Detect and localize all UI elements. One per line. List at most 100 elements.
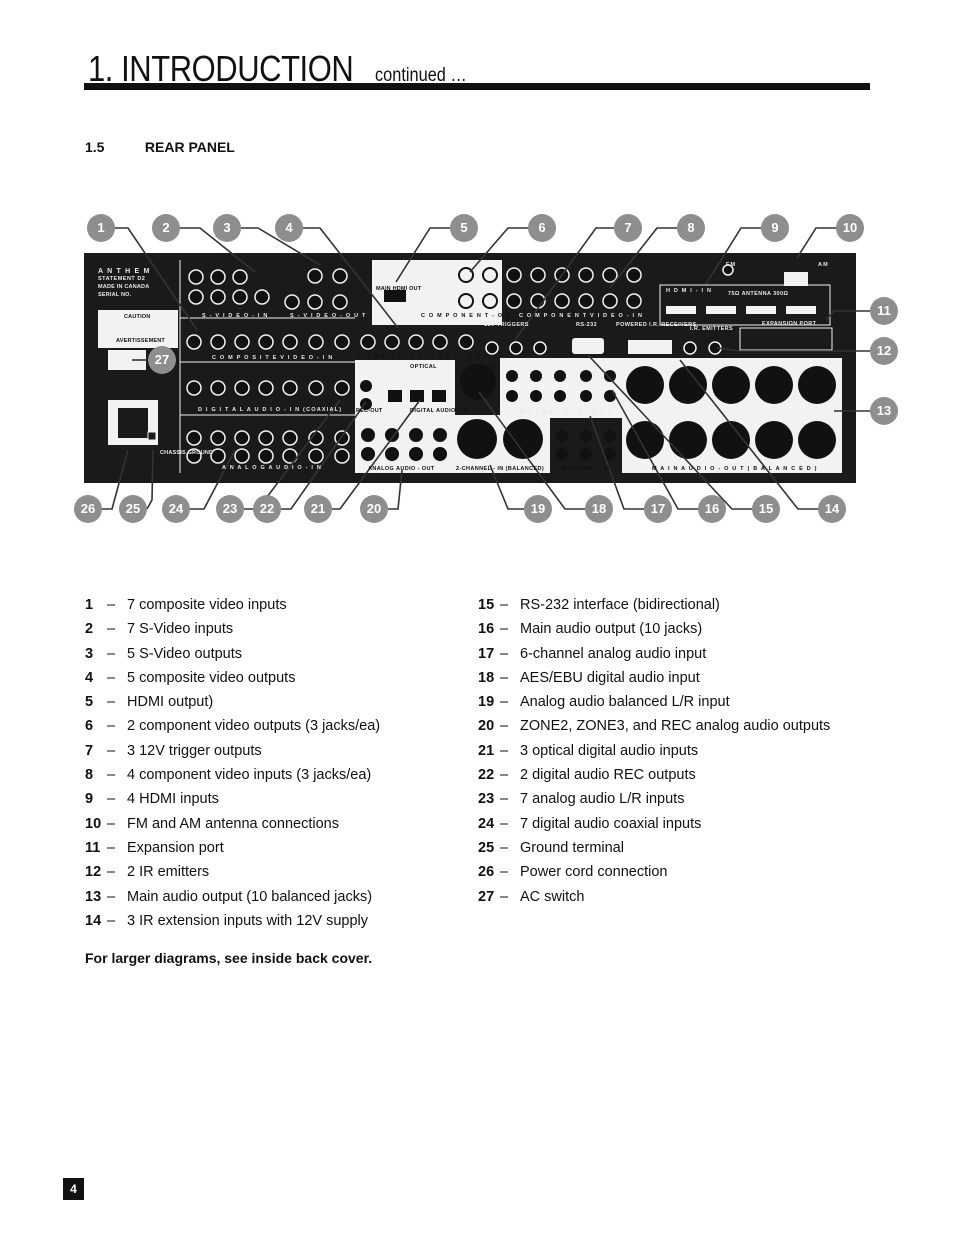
ground-label: CHASSIS GROUND [160, 450, 214, 456]
trigger-label: 12V TRIGGERS [484, 322, 529, 328]
legend-item: 1–7 composite video inputs [85, 597, 287, 613]
legend-item: 18–AES/EBU digital audio input [478, 669, 700, 686]
aes-ebu-jack [460, 364, 496, 400]
callout-16: 16 [698, 495, 726, 523]
six-channel-label: 6-CHANNEL - IN [562, 466, 610, 472]
legend-item: 5–HDMI output) [85, 694, 214, 711]
legend-item: 20–ZONE2, ZONE3, and REC analog audio ou… [478, 718, 831, 735]
composite-in-label: C O M P O S I T E V I D E O - I N [212, 355, 334, 361]
ac-switch [108, 350, 146, 370]
callout-19: 19 [524, 495, 552, 523]
callout-4: 4 [275, 214, 303, 242]
am-label: AM [818, 262, 829, 268]
optical-label: OPTICAL [410, 364, 437, 370]
legend-item: 14–3 IR extension inputs with 12V supply [85, 912, 368, 929]
rear-panel-diagram: A N T H E M STATEMENT D2 MADE IN CANADA … [0, 210, 954, 530]
section-number: 1.5 [85, 139, 105, 155]
hdmi-in-label: H D M I - I N [666, 288, 713, 294]
legend-item: 3–5 S-Video outputs [85, 645, 243, 662]
legend-item: 26–Power cord connection [478, 864, 668, 881]
panel-made-in: MADE IN CANADA [98, 284, 150, 290]
six-channel-block [500, 358, 622, 418]
balanced-in-label: 2-CHANNEL - IN (BALANCED) [456, 466, 545, 472]
callout-25: 25 [119, 495, 147, 523]
digital-coax-label: D I G I T A L A U D I O - I N (COAXIAL) [198, 407, 343, 413]
callout-26: 26 [74, 495, 102, 523]
legend-item: 13–Main audio output (10 balanced jacks) [85, 888, 373, 905]
callout-3: 3 [213, 214, 241, 242]
hdmi-out-label: MAIN HDMI OUT [376, 286, 422, 292]
panel-serial: SERIAL NO. [98, 292, 132, 298]
caution-label [98, 310, 178, 348]
legend-item: 10–FM and AM antenna connections [85, 815, 339, 832]
callout-8: 8 [677, 214, 705, 242]
callout-18: 18 [585, 495, 613, 523]
callout-20: 20 [360, 495, 388, 523]
callout-11: 11 [870, 297, 898, 325]
legend-item: 4–5 composite video outputs [85, 669, 296, 686]
digital-in-label: DIGITAL AUDIO - IN [410, 408, 469, 414]
analog-in-label: A N A L O G A U D I O - I N [222, 465, 323, 471]
callout-13: 13 [870, 397, 898, 425]
chapter-title-continued: continued … [374, 65, 467, 86]
analog-out-label: ANALOG AUDIO - OUT [368, 466, 435, 472]
legend-item: 27–AC switch [478, 888, 585, 905]
legend-right: 15–RS-232 interface (bidirectional) 16–M… [478, 597, 830, 913]
expansion-port [739, 327, 833, 351]
callout-2: 2 [152, 214, 180, 242]
page-number: 4 [63, 1178, 84, 1200]
legend-item: 8–4 component video inputs (3 jacks/ea) [85, 767, 372, 784]
callout-5: 5 [450, 214, 478, 242]
ir-emitters-label: I.R. EMITTERS [690, 326, 734, 332]
callout-6: 6 [528, 214, 556, 242]
expansion-label: EXPANSION PORT [762, 321, 817, 327]
legend-item: 21–3 optical digital audio inputs [478, 742, 699, 759]
legend-item: 11–Expansion port [85, 839, 224, 856]
antenna-label: 75Ω ANTENNA 300Ω [728, 291, 789, 297]
callout-21: 21 [304, 495, 332, 523]
callout-1: 1 [87, 214, 115, 242]
callout-23: 23 [216, 495, 244, 523]
callout-22: 22 [253, 495, 281, 523]
footnote: For larger diagrams, see inside back cov… [85, 950, 373, 966]
avertissement-text: AVERTISSEMENT [116, 338, 165, 344]
legend-item: 19–Analog audio balanced L/R input [478, 694, 730, 711]
legend-item: 2–7 S-Video inputs [85, 621, 234, 638]
legend-left: 1–7 composite video inputs 2–7 S-Video i… [85, 597, 380, 937]
fm-label: FM [726, 262, 737, 268]
component-out-label: C O M P O N E N T - O U T [421, 313, 519, 319]
legend-item: 22–2 digital audio REC outputs [478, 767, 696, 784]
legend-item: 6–2 component video outputs (3 jacks/ea) [85, 718, 381, 735]
hdmi-in-block [659, 284, 831, 326]
legend-item: 16–Main audio output (10 jacks) [478, 621, 703, 638]
section-heading: 1.5 REAR PANEL [85, 139, 235, 155]
caution-text: CAUTION [124, 314, 151, 320]
callout-27: 27 [148, 346, 176, 374]
legend-item: 7–3 12V trigger outputs [85, 742, 262, 759]
aes-ebu-label: AES/EBU [470, 365, 496, 371]
main-audio-out-label: M A I N A U D I O - O U T [520, 409, 613, 415]
rec-out-label: REC-OUT [356, 408, 383, 414]
panel-brand: A N T H E M [98, 268, 151, 275]
composite-out-label: C O M P O S I T E V I D E O - O U T [357, 355, 489, 361]
legend-item: 23–7 analog audio L/R inputs [478, 791, 685, 808]
callout-14: 14 [818, 495, 846, 523]
callout-24: 24 [162, 495, 190, 523]
legend-item: 17–6-channel analog audio input [478, 645, 707, 662]
ir-receivers-label: POWERED I.R. RECEIVERS [616, 322, 697, 328]
panel-model: STATEMENT D2 [98, 276, 146, 282]
legend-item: 12–2 IR emitters [85, 864, 210, 881]
ground-terminal [147, 431, 157, 441]
rear-panel-illustration [84, 227, 870, 510]
main-audio-balanced-label: M A I N A U D I O - O U T ( B A L A N C … [652, 466, 818, 472]
svideo-in-label: S - V I D E O - I N [202, 313, 269, 319]
chapter-title-main: 1. INTRODUCTION [88, 48, 354, 89]
callout-7: 7 [614, 214, 642, 242]
rs232-label: RS-232 [576, 322, 598, 328]
callout-12: 12 [870, 337, 898, 365]
callout-17: 17 [644, 495, 672, 523]
callout-10: 10 [836, 214, 864, 242]
chapter-title: 1. INTRODUCTION continued … [88, 48, 482, 90]
section-title: REAR PANEL [144, 139, 235, 155]
legend-item: 24–7 digital audio coaxial inputs [478, 815, 702, 832]
